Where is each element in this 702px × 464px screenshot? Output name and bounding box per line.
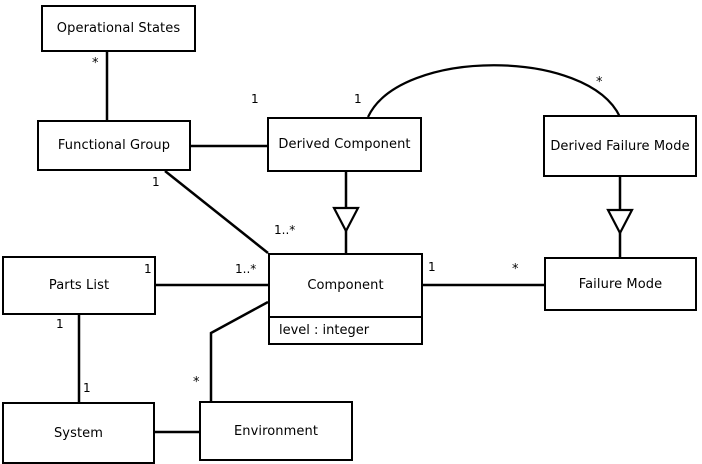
multiplicity-component-east-end: 1: [428, 260, 436, 274]
class-box-system[interactable]: System: [2, 402, 155, 464]
class-name-component: Component: [307, 278, 384, 293]
multiplicity-arc-derived-component-end: 1: [354, 92, 362, 106]
generalization-triangle-failure-mode: [606, 208, 634, 236]
class-box-parts-list[interactable]: Parts List: [2, 256, 156, 315]
multiplicity-component-west-end: 1..*: [235, 262, 257, 276]
multiplicity-parts-list-south-end: 1: [56, 317, 64, 331]
class-name-derived-component: Derived Component: [278, 137, 411, 152]
multiplicity-arc-derived-failure-mode-end: *: [596, 75, 603, 90]
class-box-derived-component[interactable]: Derived Component: [267, 117, 422, 172]
class-box-derived-failure-mode[interactable]: Derived Failure Mode: [543, 115, 697, 177]
multiplicity-component-northwest-end: 1..*: [274, 223, 296, 237]
class-box-operational-states[interactable]: Operational States: [41, 5, 196, 52]
class-name-system: System: [53, 425, 104, 441]
generalization-triangle-component: [332, 206, 360, 234]
multiplicity-functional-group-south-end: 1: [152, 175, 160, 189]
multiplicity-parts-list-east-end: 1: [144, 262, 152, 276]
multiplicity-derived-component-west-end: 1: [251, 92, 259, 106]
edge-functional-group-component: [164, 170, 269, 254]
class-name-environment: Environment: [233, 423, 319, 439]
class-box-component[interactable]: Component level : integer: [268, 253, 423, 345]
edge-environment-component: [209, 300, 269, 401]
class-name-parts-list: Parts List: [48, 278, 110, 293]
class-attribute-component-level: level : integer: [270, 316, 421, 343]
class-name-failure-mode: Failure Mode: [578, 276, 663, 292]
multiplicity-failure-mode-west-end: *: [512, 262, 519, 277]
class-box-failure-mode[interactable]: Failure Mode: [544, 257, 697, 311]
class-name-functional-group: Functional Group: [57, 138, 171, 153]
multiplicity-system-north-end: 1: [83, 381, 91, 395]
multiplicity-operational-states-end: *: [92, 56, 99, 71]
class-box-functional-group[interactable]: Functional Group: [37, 120, 191, 171]
edge-derived-component-derived-failure-mode: [367, 64, 621, 118]
multiplicity-environment-north-end: *: [193, 375, 200, 390]
class-box-environment[interactable]: Environment: [199, 401, 353, 461]
class-name-derived-failure-mode: Derived Failure Mode: [550, 138, 690, 154]
class-name-operational-states: Operational States: [56, 21, 181, 36]
